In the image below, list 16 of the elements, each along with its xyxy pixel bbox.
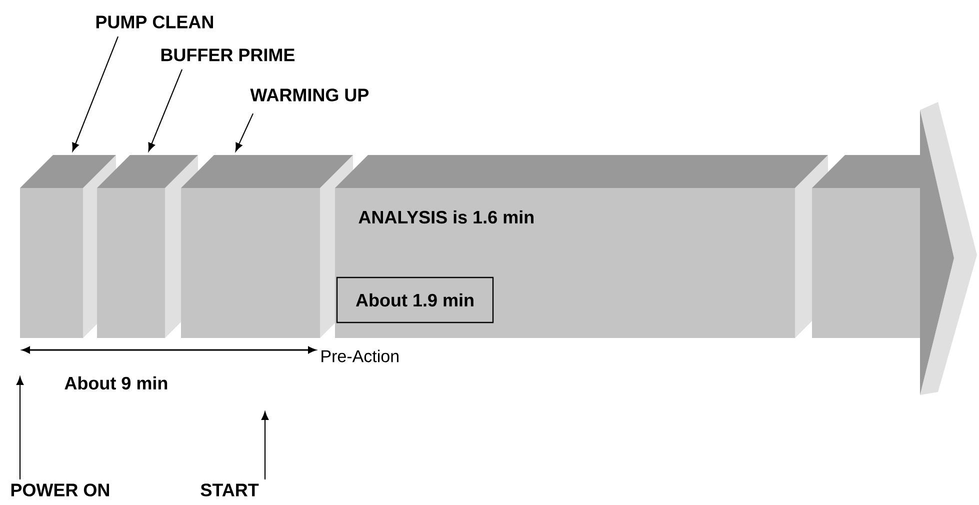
node-label: ANALYSIS is 1.6 min [358,210,534,224]
process-block [812,155,920,338]
step-label: POWER ON [11,484,109,496]
arrow [148,69,183,152]
time-box: About 1.9 min [336,276,494,324]
step-label: PUMP CLEAN [96,16,213,28]
arrow [235,113,254,152]
step-label: WARMING UP [250,88,369,102]
arrow [261,412,269,480]
step-label: START [200,484,259,496]
arrow [16,376,24,480]
process-block [181,155,353,338]
step-label: BUFFER PRIME [161,48,294,62]
phase-label: Pre-Action [322,350,398,362]
arrow [72,36,119,152]
duration-label: About 9 min [64,376,168,390]
